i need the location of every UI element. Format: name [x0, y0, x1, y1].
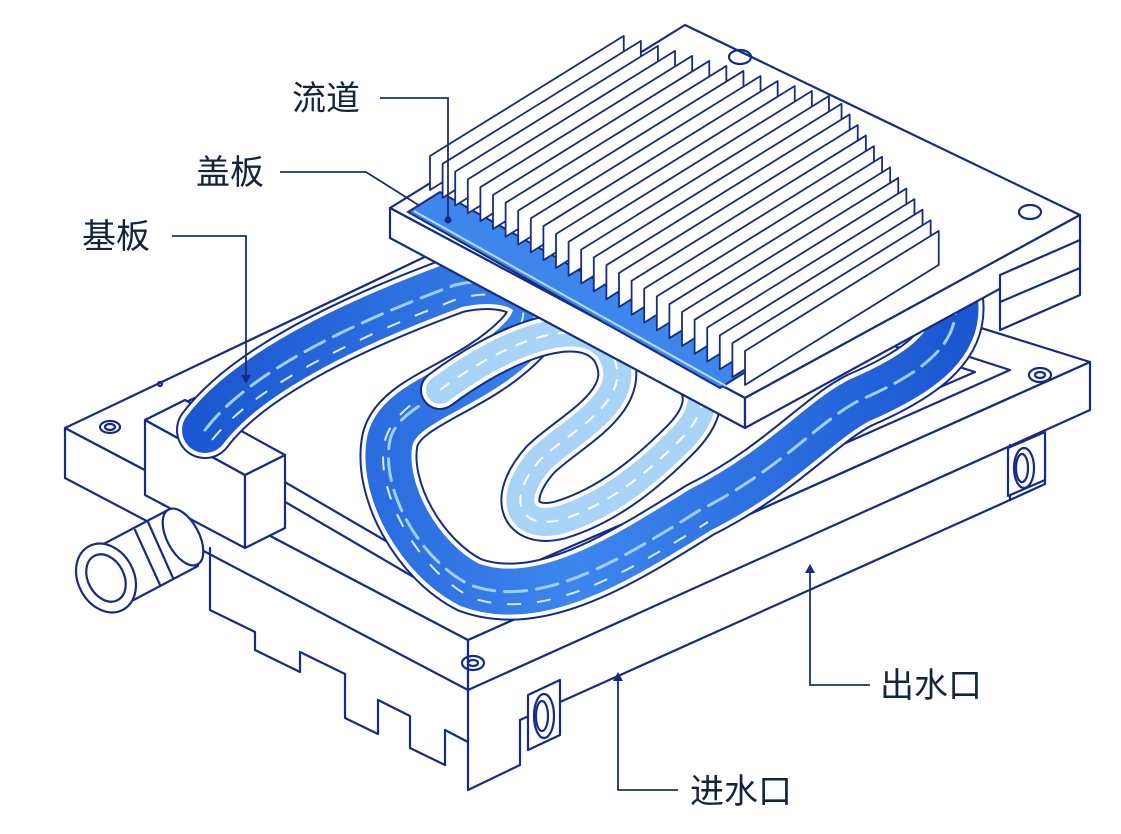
- outlet-port: [1006, 430, 1047, 498]
- label-base: 基板: [82, 217, 150, 257]
- label-cover: 盖板: [196, 153, 264, 193]
- cover-hole: [1017, 203, 1043, 221]
- flow-channel: [176, 252, 985, 621]
- inlet-side-port: [526, 678, 562, 752]
- leader-outlet: [809, 568, 870, 686]
- cover-plate: [388, 23, 1082, 430]
- cooling-fins: [429, 34, 940, 386]
- cover-hole: [727, 48, 753, 66]
- leader-channel: [380, 97, 449, 220]
- label-outlet: 出水口: [880, 666, 982, 706]
- leader-lines: [172, 97, 870, 791]
- cooling-fin: [744, 229, 940, 386]
- label-channel: 流道: [292, 79, 360, 119]
- leader-base: [172, 235, 247, 380]
- label-inlet: 进水口: [690, 772, 792, 812]
- leader-inlet: [617, 676, 678, 791]
- inlet-pipe: [74, 507, 205, 614]
- mounting-holes: [98, 366, 1053, 672]
- leader-cover: [280, 171, 421, 207]
